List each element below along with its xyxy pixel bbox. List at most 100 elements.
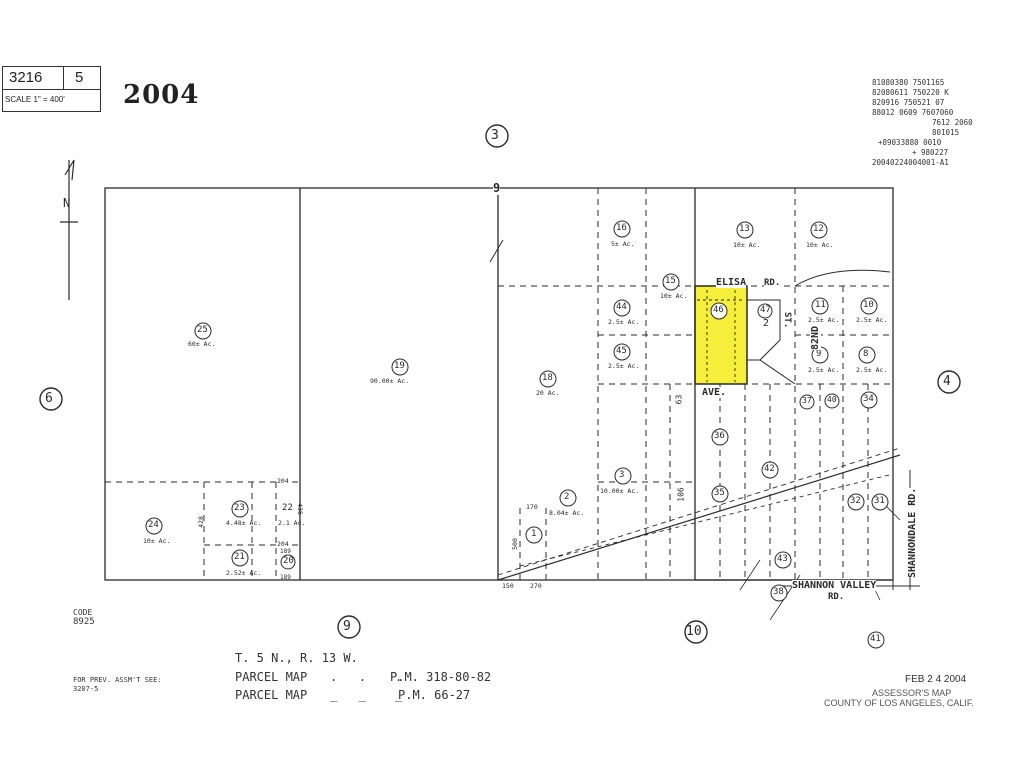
dimension: 189 [280, 548, 291, 555]
parcel-number: 19 [394, 361, 405, 371]
page-number: 5 [75, 69, 84, 86]
parcel-number: 38 [773, 587, 784, 597]
parcel-number: 16 [616, 223, 627, 233]
record-line: 82080611 750220 K [872, 88, 949, 97]
section-label-10: 10 [686, 624, 702, 639]
prev-assessment-value: 3207-5 [73, 685, 99, 693]
street-rd2: RD. [828, 592, 845, 602]
parcel-number: 22 [282, 503, 293, 513]
parcel-number: 34 [863, 394, 874, 404]
dimension: 428 [196, 516, 205, 528]
book-cell [3, 67, 64, 90]
record-line: 801015 [932, 128, 960, 137]
parcel-number: 45 [616, 346, 627, 356]
parcel-map-ref: P.M. 66-27 [398, 688, 471, 702]
parcel-number: 42 [764, 464, 775, 474]
street-rd: RD. [764, 278, 781, 288]
parcel-number: 2 [564, 492, 570, 502]
parcel-area: 8.04± Ac. [549, 509, 585, 517]
record-line: 88012 0609 7607060 [872, 108, 954, 117]
street-st: ST. [782, 312, 792, 329]
parcel-number: 36 [714, 431, 725, 441]
parcel-area: 2.1 Ac. [278, 519, 306, 527]
parcel-number: 18 [542, 373, 553, 383]
book-page-box: 3216 5 SCALE 1" = 400' [2, 66, 101, 112]
parcel-number: 9 [816, 349, 822, 359]
north-label: N [63, 196, 71, 210]
parcel-area: 2.5± Ac. [856, 366, 888, 374]
township-range: T. 5 N., R. 13 W. [235, 651, 358, 665]
parcel-map-ref: P.M. 318-80-82 [390, 670, 492, 684]
section-circle-3 [485, 124, 509, 148]
dash-leader: _ _ _ [330, 688, 403, 702]
code-value: 8925 [73, 617, 95, 627]
parcel-area: 2.5± Ac. [808, 316, 840, 324]
highlighted-parcel [694, 285, 748, 385]
section-label-4: 4 [943, 374, 951, 389]
parcel-number: 32 [850, 496, 861, 506]
scale-label: SCALE 1" = 400' [5, 95, 65, 104]
prev-assessment-label: FOR PREV. ASSM'T SEE: [73, 676, 162, 684]
parcel-number: 23 [234, 503, 245, 513]
record-line: 7612 2060 [932, 118, 973, 127]
parcel-area: 2.5± Ac. [856, 316, 888, 324]
parcel-number: 47 [760, 305, 771, 315]
parcel-area: 10.00± Ac. [600, 487, 640, 495]
parcel-number: 1 [531, 529, 537, 539]
parcel-area: 2.52± Ac. [226, 569, 262, 577]
section-number: 9 [493, 181, 501, 195]
parcel-area: 2.5± Ac. [808, 366, 840, 374]
parcel-number: 37 [802, 396, 812, 405]
parcel-number: 41 [870, 634, 881, 644]
parcel-area: 10± Ac. [660, 292, 688, 300]
map-year: 2004 [123, 80, 200, 110]
section-label-6: 6 [45, 391, 53, 406]
stamp-date: FEB 2 4 2004 [905, 674, 967, 685]
parcel-number: 46 [713, 305, 724, 315]
stamp-line1: ASSESSOR'S MAP [872, 688, 952, 698]
section-label-9: 9 [343, 619, 351, 634]
parcel-area: 4.48± Ac. [226, 519, 262, 527]
parcel-area: 5± Ac. [611, 240, 635, 248]
book-number: 3216 [9, 69, 43, 86]
dimension: 436 [295, 503, 304, 515]
street-ave: AVE. [702, 387, 727, 398]
parcel-number: 2 [763, 318, 770, 329]
parcel-number: 15 [665, 276, 676, 286]
dimension: 150 [502, 582, 514, 590]
street-elisa: ELISA [716, 277, 747, 288]
parcel-number: 43 [777, 554, 788, 564]
parcel-number: 31 [874, 496, 885, 506]
parcel-map-label: PARCEL MAP [235, 688, 308, 702]
dot-leader: . . . [330, 670, 403, 684]
page-cell [63, 67, 100, 90]
parcel-number: 13 [739, 224, 750, 234]
section-label-3: 3 [491, 128, 499, 143]
stamp-line2: COUNTY OF LOS ANGELES, CALIF. [824, 698, 974, 708]
dimension: 204 [277, 540, 289, 548]
parcel-number: 21 [234, 552, 245, 562]
parcel-number: 20 [283, 556, 294, 566]
record-line: 20040224004001-A1 [872, 158, 949, 167]
record-line: 820916 750521 07 [872, 98, 945, 107]
dimension: 270 [530, 582, 542, 590]
parcel-number: 11 [815, 300, 826, 310]
parcel-area: 10± Ac. [143, 537, 171, 545]
section-circle-10 [684, 620, 708, 644]
parcel-number: 44 [616, 302, 627, 312]
parcel-area: 60± Ac. [188, 340, 216, 348]
street-82nd: 82ND [810, 325, 821, 350]
parcel-number: 40 [827, 395, 837, 404]
dimension: 170 [526, 503, 538, 511]
dimension: 63 [674, 394, 684, 405]
parcel-area: 2.5± Ac. [608, 362, 640, 370]
parcel-number: 8 [863, 349, 869, 359]
section-circle-9 [337, 615, 361, 639]
parcel-number: 12 [813, 224, 824, 234]
parcel-map-label: PARCEL MAP [235, 670, 308, 684]
section-circle-4 [937, 370, 961, 394]
street-shannondale: SHANNONDALE RD. [907, 487, 918, 578]
dimension: 106 [676, 487, 686, 502]
dimension: 189 [280, 574, 291, 581]
